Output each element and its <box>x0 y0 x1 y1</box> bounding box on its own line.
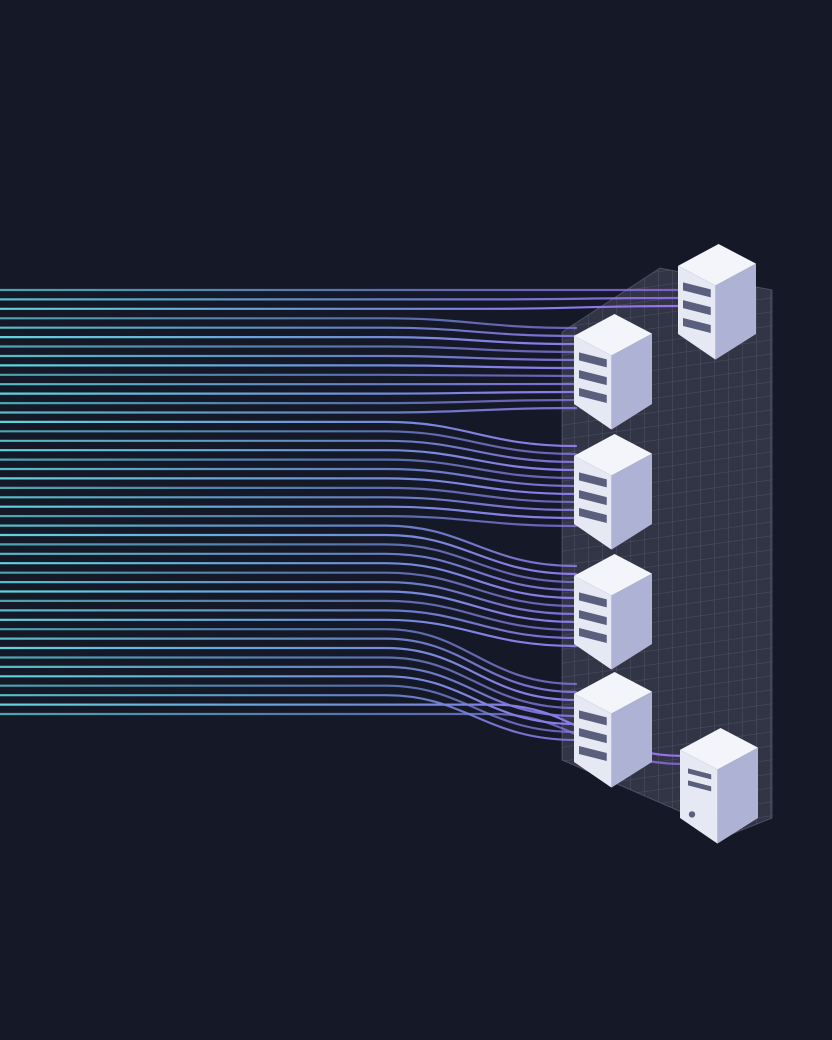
data-stream-line <box>0 684 578 734</box>
data-stream-line <box>0 449 578 472</box>
data-stream-line <box>0 646 578 702</box>
power-led-icon <box>688 811 696 818</box>
drive-slot <box>683 282 711 298</box>
storage-server-icon <box>574 554 652 670</box>
data-stream-line <box>0 496 578 512</box>
bay-slot <box>688 768 712 780</box>
data-stream-line <box>0 618 578 648</box>
data-stream-line <box>0 354 578 362</box>
data-stream-line <box>0 524 578 568</box>
drive-slot <box>579 710 607 726</box>
data-stream-line <box>0 304 682 310</box>
data-stream-line <box>0 317 578 330</box>
drive-slot <box>579 728 607 744</box>
storage-server-icon <box>574 314 652 430</box>
storage-server-icon <box>574 434 652 550</box>
drive-slot <box>579 627 607 643</box>
data-stream-line <box>0 628 578 686</box>
storage-server-icon <box>678 244 756 360</box>
data-stream-line <box>0 562 578 600</box>
data-stream-line <box>0 609 578 640</box>
drive-slot <box>579 490 607 506</box>
drive-slot <box>579 472 607 488</box>
drive-slot <box>579 592 607 608</box>
data-stream-line <box>0 420 578 448</box>
data-stream-line <box>0 571 578 608</box>
data-stream-line <box>0 439 578 464</box>
data-stream-line <box>0 694 578 742</box>
data-stream-line <box>0 486 578 504</box>
data-stream-line <box>0 336 578 346</box>
data-stream-line <box>0 533 578 576</box>
data-stream-line <box>0 515 578 528</box>
drive-slot <box>579 610 607 626</box>
drive-slot <box>579 387 607 403</box>
drive-slot <box>579 370 607 386</box>
data-stream-line <box>0 467 578 488</box>
data-stream-line <box>0 390 578 395</box>
data-stream-line <box>0 373 578 378</box>
data-stream-line <box>0 543 578 584</box>
data-stream-line <box>0 552 578 592</box>
tower-server-icon <box>680 728 758 844</box>
data-stream-line <box>0 505 578 520</box>
data-stream-line <box>0 364 578 370</box>
drive-slot <box>683 300 711 316</box>
data-stream-line <box>0 581 578 616</box>
data-stream-line <box>0 345 578 354</box>
data-stream-line <box>0 637 578 694</box>
bay-slot <box>688 780 712 792</box>
data-stream-line <box>0 398 578 405</box>
data-stream-line <box>0 675 578 726</box>
data-stream-line <box>0 590 578 624</box>
data-stream-line <box>0 296 682 301</box>
drive-slot <box>579 745 607 761</box>
storage-server-icon <box>574 672 652 788</box>
data-stream-line <box>0 458 578 480</box>
data-stream-line <box>0 656 578 710</box>
data-stream-line <box>0 477 578 496</box>
server-nodes <box>574 244 758 844</box>
data-stream-line <box>0 599 578 632</box>
drive-slot <box>579 352 607 368</box>
data-stream-line <box>0 406 578 414</box>
data-stream-lines <box>0 288 686 766</box>
data-stream-line <box>0 430 578 456</box>
data-stream-line <box>0 665 578 718</box>
data-stream-line <box>0 326 578 338</box>
drive-slot <box>683 317 711 333</box>
drive-slot <box>579 507 607 523</box>
